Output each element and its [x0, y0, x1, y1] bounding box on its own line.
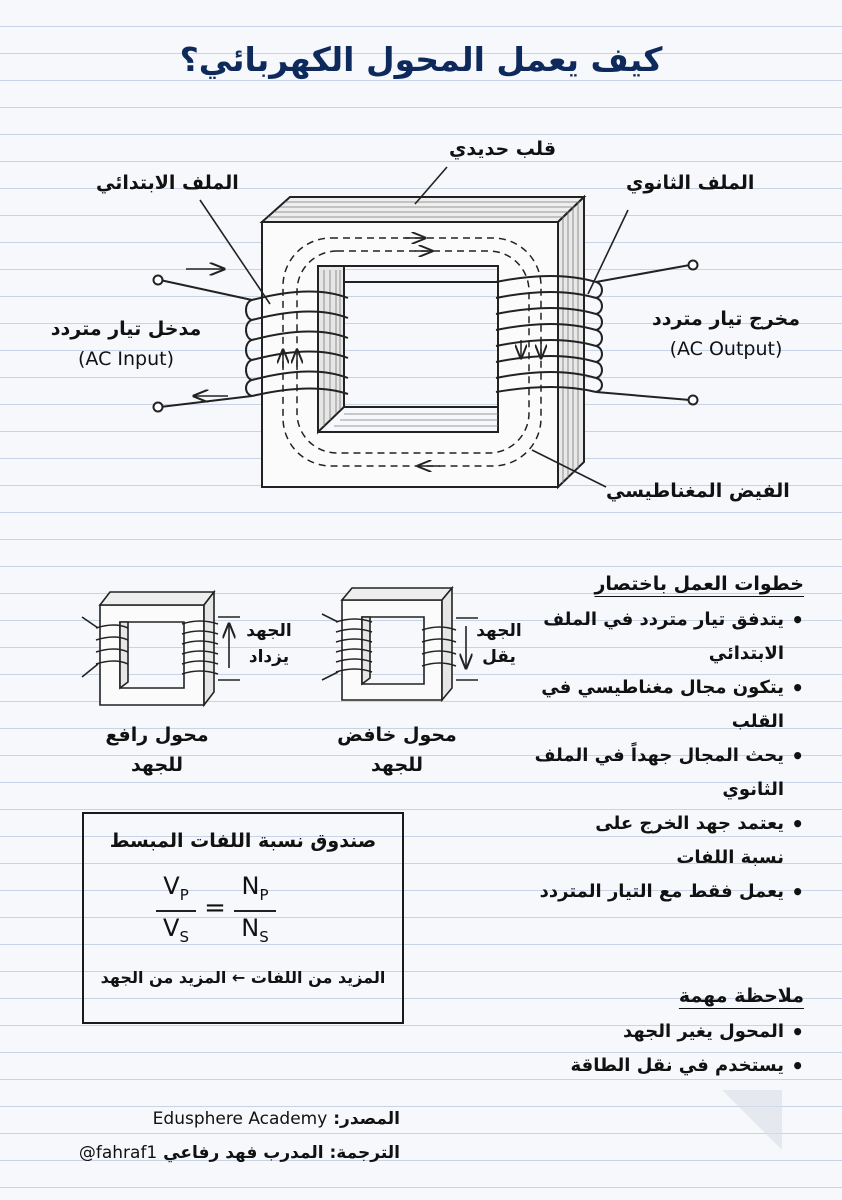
secondary-coil: [495, 275, 603, 393]
ac-input-arabic: مدخل تيار متردد: [50, 318, 202, 340]
ac-output-label: مخرج تيار متردد (AC Output): [640, 304, 812, 364]
step-down-transformer: [340, 585, 454, 703]
secondary-coil-label: الملف الثانوي: [626, 172, 755, 194]
step-down-name: محول خافض للجهد: [322, 720, 472, 780]
input-terminal-top: [152, 274, 164, 286]
output-terminal-top: [687, 259, 699, 271]
list-item: يستخدم في نقل الطاقة: [504, 1049, 804, 1083]
step-text: يعتمد جهد الخرج على: [595, 813, 784, 834]
step-up-name-line1: محول رافع: [105, 724, 209, 746]
ns-letter: N: [241, 914, 260, 942]
step-text: يعمل فقط مع التيار المتردد: [539, 881, 784, 902]
step-text-cont: القلب: [731, 711, 784, 732]
steps-heading: خطوات العمل باختصار: [594, 573, 804, 595]
np-letter: N: [241, 872, 260, 900]
translation-line: الترجمة: المدرب فهد رفاعي @fahraf1: [60, 1136, 400, 1170]
step-text-cont: الابتدائي: [708, 643, 784, 664]
steps-section: خطوات العمل باختصار يتدفق تيار متردد في …: [504, 573, 804, 909]
source-label: المصدر:: [333, 1109, 400, 1129]
output-terminal-bottom: [687, 394, 699, 406]
page-corner-watermark: [722, 1090, 782, 1150]
vs-symbol: VS: [156, 914, 196, 946]
input-terminal-bottom: [152, 401, 164, 413]
step-text: يتكون مجال مغناطيسي في: [541, 677, 784, 698]
steps-list: يتدفق تيار متردد في الملف الابتدائي يتكون…: [504, 603, 804, 909]
step-down-name-line2: للجهد: [370, 754, 424, 776]
step-up-name: محول رافع للجهد: [82, 720, 232, 780]
step-text: يحث المجال جهداً في الملف: [534, 745, 784, 766]
source-name: Edusphere Academy: [152, 1109, 328, 1129]
note-heading: ملاحظة مهمة: [678, 985, 804, 1007]
vs-letter: V: [163, 914, 180, 942]
ac-input-label: مدخل تيار متردد (AC Input): [40, 314, 212, 374]
translation-label: الترجمة: المدرب فهد رفاعي: [163, 1143, 400, 1163]
vp-letter: V: [163, 872, 180, 900]
step-text-cont: الثانوي: [722, 779, 784, 800]
step-up-name-line2: للجهد: [130, 754, 184, 776]
author-handle: @fahraf1: [78, 1143, 158, 1163]
ac-output-english: (AC Output): [669, 338, 783, 360]
step-text: يتدفق تيار متردد في الملف: [543, 609, 784, 630]
magnetic-flux-label: الفيض المغناطيسي: [606, 480, 790, 502]
list-item: يعمل فقط مع التيار المتردد: [504, 875, 804, 909]
ns-symbol: NS: [234, 914, 276, 946]
note-list: المحول يغير الجهد يستخدم في نقل الطاقة: [504, 1015, 804, 1083]
ratio-box-footer: المزيد من اللفات ← المزيد من الجهد: [100, 968, 386, 987]
step-up-change-text: يزداد: [248, 647, 290, 667]
ratio-box-title: صندوق نسبة اللفات المبسط: [109, 830, 377, 852]
list-item: يتكون مجال مغناطيسي في القلب: [504, 671, 804, 739]
step-text-cont: نسبة اللفات: [676, 847, 784, 868]
primary-coil-label: الملف الابتدائي: [96, 172, 239, 194]
equals-sign: =: [204, 893, 226, 923]
step-up-voltage-label: الجهد يزداد: [244, 618, 294, 670]
list-item: يتدفق تيار متردد في الملف الابتدائي: [504, 603, 804, 671]
source-line: المصدر: Edusphere Academy: [60, 1102, 400, 1136]
list-item: يعتمد جهد الخرج على نسبة اللفات: [504, 807, 804, 875]
ac-output-arabic: مخرج تيار متردد: [651, 308, 800, 330]
vp-symbol: VP: [156, 872, 196, 904]
note-section: ملاحظة مهمة المحول يغير الجهد يستخدم في …: [504, 985, 805, 1083]
ac-input-english: (AC Input): [78, 348, 174, 370]
primary-coil: [245, 290, 349, 397]
vs-subscript: S: [179, 927, 189, 946]
iron-core: [261, 221, 559, 488]
np-subscript: P: [259, 885, 269, 904]
step-down-name-line1: محول خافض: [337, 724, 457, 746]
iron-core-label: قلب حديدي: [449, 138, 557, 160]
vp-subscript: P: [179, 885, 189, 904]
page-title: كيف يعمل المحول الكهربائي؟: [179, 40, 663, 79]
step-up-transformer: [98, 589, 216, 708]
np-symbol: NP: [234, 872, 276, 904]
credits: المصدر: Edusphere Academy الترجمة: المدر…: [60, 1102, 400, 1170]
step-up-voltage-text: الجهد: [246, 621, 292, 641]
list-item: المحول يغير الجهد: [504, 1015, 804, 1049]
turns-ratio-box: صندوق نسبة اللفات المبسط المزيد من اللفا…: [82, 812, 404, 1024]
list-item: يحث المجال جهداً في الملف الثانوي: [504, 739, 804, 807]
ns-subscript: S: [259, 927, 269, 946]
